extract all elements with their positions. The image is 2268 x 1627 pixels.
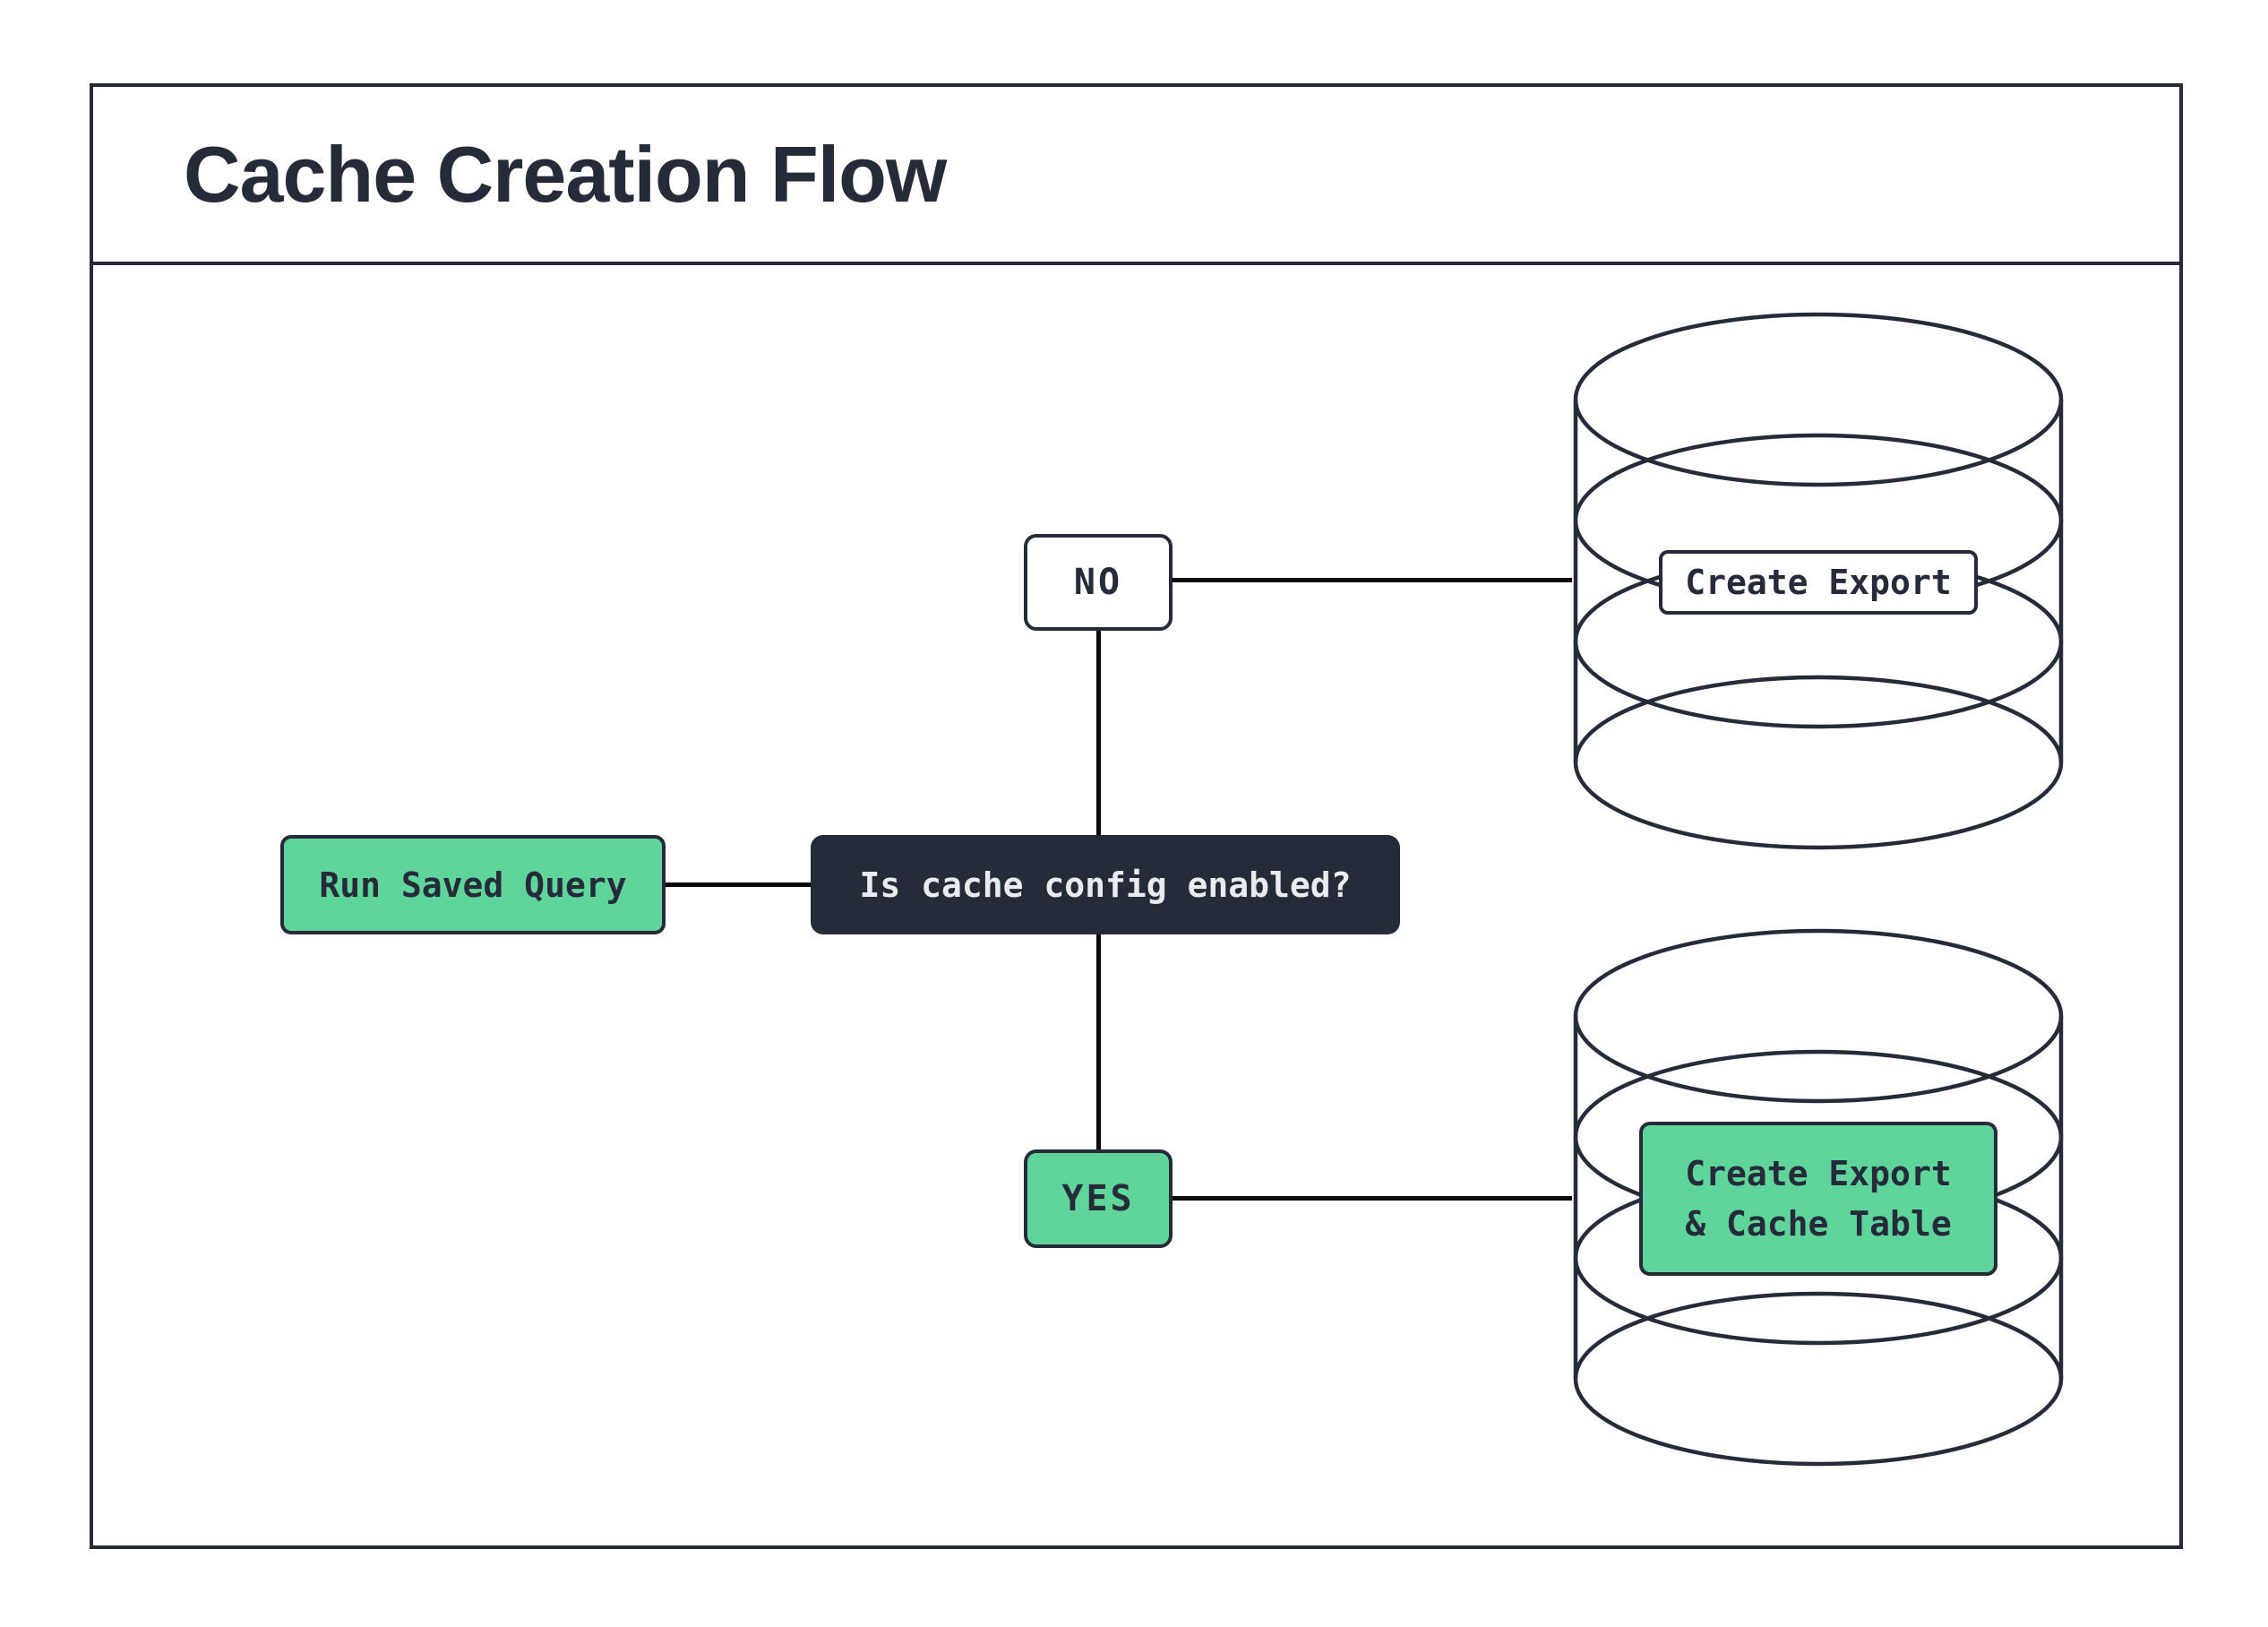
- node-run-saved-query-label: Run Saved Query: [319, 865, 627, 905]
- connector-decision-yes: [1096, 934, 1101, 1149]
- database-icon: [1573, 928, 2064, 1467]
- connector-yes-database: [1173, 1196, 1572, 1201]
- label-create-export-cache-table: Create Export & Cache Table: [1639, 1122, 1997, 1276]
- diagram-header: Cache Creation Flow: [93, 87, 2179, 265]
- node-decision-label: Is cache config enabled?: [859, 865, 1352, 905]
- page-title: Cache Creation Flow: [184, 129, 947, 219]
- label-create-export-cache-table-line2: & Cache Table: [1685, 1204, 1952, 1244]
- connector-decision-no: [1096, 631, 1101, 835]
- node-run-saved-query: Run Saved Query: [280, 835, 666, 934]
- label-create-export: Create Export: [1659, 550, 1978, 615]
- branch-yes-badge: YES: [1024, 1149, 1173, 1248]
- label-create-export-text: Create Export: [1685, 563, 1952, 602]
- connector-no-database: [1173, 578, 1572, 582]
- branch-no-label: NO: [1073, 562, 1123, 603]
- label-create-export-cache-table-line1: Create Export: [1685, 1154, 1952, 1193]
- branch-yes-label: YES: [1061, 1178, 1135, 1219]
- connector-start-decision: [666, 882, 811, 887]
- branch-no-badge: NO: [1024, 534, 1173, 631]
- diagram-frame: Cache Creation Flow: [90, 83, 2183, 1549]
- node-decision-cache-config: Is cache config enabled?: [811, 835, 1400, 934]
